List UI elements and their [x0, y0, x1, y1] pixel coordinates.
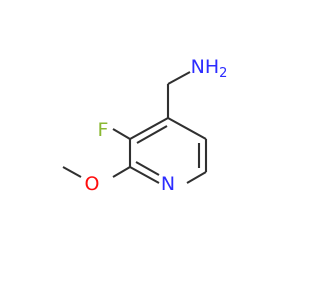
bond-c3-f — [112, 128, 131, 140]
amine-label: NH2 — [191, 56, 228, 81]
bond-n1-c2-inner — [135, 161, 160, 176]
bond-o-ch3 — [62, 166, 82, 178]
oxygen-label: O — [85, 173, 100, 195]
bond-n1-c2 — [129, 166, 160, 184]
molecule-structure: NH2 F N O — [62, 56, 228, 195]
bond-ch2-n — [167, 71, 191, 85]
bond-c4-c5 — [167, 117, 207, 140]
fluorine-label: F — [98, 119, 109, 141]
bond-c2-o — [112, 166, 131, 178]
ring-nitrogen-label: N — [161, 173, 175, 195]
bond-c3-c4 — [129, 117, 169, 140]
bond-c6-n1 — [186, 171, 207, 184]
bond-c3-c4-inner — [136, 125, 168, 144]
